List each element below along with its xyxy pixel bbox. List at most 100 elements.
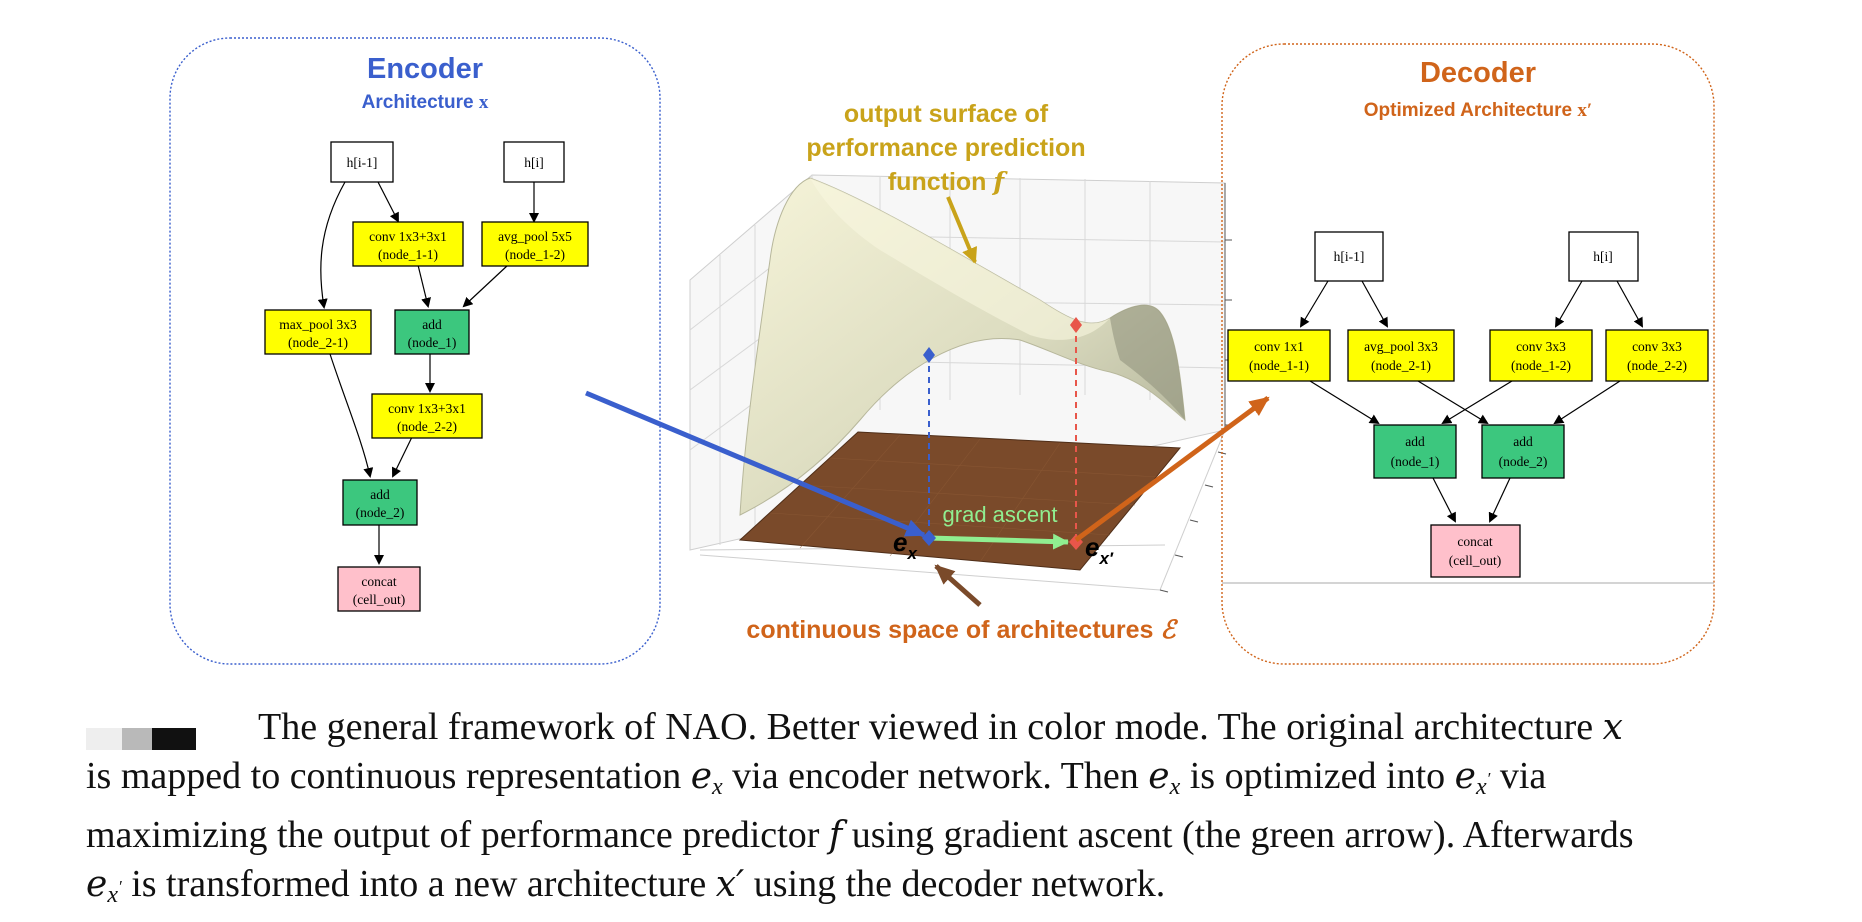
- edge: [1309, 380, 1380, 425]
- edge: [317, 181, 346, 309]
- edge: [377, 181, 399, 223]
- plane-texture: [769, 434, 1159, 563]
- surface-label-line2: performance prediction: [806, 134, 1085, 162]
- node-2-1: avg_pool 3x3 (node_2-1): [1347, 329, 1455, 382]
- node-add-2: add (node_2): [342, 479, 418, 526]
- surface-shading: [810, 178, 1110, 340]
- node-concat: concat (cell_out): [337, 566, 421, 612]
- node-line2: (cell_out): [353, 592, 405, 607]
- node-2-1: max_pool 3x3 (node_2-1): [264, 309, 372, 355]
- node-line2: (node_2-2): [397, 419, 457, 434]
- decoder-subtitle: Optimized Architecture x′: [1364, 100, 1592, 121]
- edge: [1432, 477, 1456, 523]
- encoder-panel: Encoder Architecture x h[i-1] h[i] conv …: [169, 37, 661, 665]
- node-line2: (node_1-1): [378, 247, 438, 262]
- node-line1: conv 1x3+3x1: [388, 401, 466, 416]
- edge: [1441, 380, 1513, 425]
- node-line2: (node_2-2): [1627, 358, 1687, 373]
- node-line2: (node_2): [356, 505, 405, 520]
- node-add-2: add (node_2): [1481, 424, 1565, 479]
- space-label: continuous space of architectures ℰ: [746, 615, 1178, 644]
- node-line2: (node_1): [1391, 454, 1440, 469]
- node-h-prev: h[i-1]: [330, 141, 394, 183]
- node-h-prev: h[i-1]: [1314, 231, 1384, 282]
- grad-ascent-arrow: [928, 533, 1069, 550]
- node-line1: max_pool 3x3: [279, 317, 357, 332]
- node-1-2: conv 3x3 (node_1-2): [1489, 329, 1593, 382]
- figure-caption: The general framework of NAO. Better vie…: [86, 703, 1812, 919]
- edge: [1361, 280, 1388, 328]
- node-concat: concat (cell_out): [1430, 524, 1521, 578]
- edge: [462, 264, 509, 308]
- node-line2: (node_1): [408, 335, 457, 350]
- node-line1: h[i-1]: [347, 155, 378, 170]
- caption-line-1: The general framework of NAO. Better vie…: [258, 706, 1623, 748]
- edge: [329, 353, 374, 478]
- caption-line-3: maximizing the output of performance pre…: [86, 814, 1634, 856]
- architecture-space-plane: [738, 431, 1182, 571]
- node-line2: (node_1-2): [505, 247, 565, 262]
- node-line1: add: [1513, 434, 1533, 449]
- edge: [1299, 280, 1329, 328]
- decoder-edges: [1299, 280, 1643, 523]
- node-line1: h[i-1]: [1334, 249, 1365, 264]
- node-add-1: add (node_1): [394, 309, 470, 355]
- node-line1: conv 1x3+3x1: [369, 229, 447, 244]
- node-line1: add: [370, 487, 390, 502]
- node-2-2: conv 1x3+3x1 (node_2-2): [371, 393, 483, 439]
- node-line1: concat: [361, 574, 396, 589]
- encoder-frame: [169, 37, 661, 665]
- node-line2: (node_1-1): [1249, 358, 1309, 373]
- encoder-to-ex-arrow: [585, 390, 926, 538]
- node-1-1: conv 1x3+3x1 (node_1-1): [352, 221, 464, 267]
- ex-label: ex: [893, 527, 918, 563]
- caption-line-4: ex′ is transformed into a new architectu…: [86, 863, 1166, 908]
- edge: [417, 264, 431, 308]
- node-line2: (node_2-1): [1371, 358, 1431, 373]
- edge: [1417, 380, 1489, 425]
- encoder-edges: [317, 181, 539, 565]
- node-line1: add: [1405, 434, 1425, 449]
- edge: [1488, 477, 1511, 523]
- encoder-title: Encoder: [367, 53, 483, 85]
- node-line2: (node_2): [1499, 454, 1548, 469]
- node-add-1: add (node_1): [1373, 424, 1457, 479]
- node-1-1: conv 1x1 (node_1-1): [1227, 329, 1331, 382]
- encoder-subtitle: Architecture x: [362, 92, 489, 113]
- node-line2: (cell_out): [1449, 553, 1501, 568]
- surface-plot: grad ascent ex ex′ output surface of per…: [689, 100, 1232, 644]
- figure-number-redaction: [86, 728, 196, 750]
- node-line2: (node_1-2): [1511, 358, 1571, 373]
- edge: [1616, 280, 1643, 328]
- node-line1: conv 3x3: [1632, 339, 1682, 354]
- surface-label: output surface of performance prediction…: [806, 100, 1085, 196]
- surface-label-line1: output surface of: [844, 100, 1049, 128]
- node-line1: conv 3x3: [1516, 339, 1566, 354]
- grad-ascent-label: grad ascent: [943, 502, 1058, 527]
- decoder-panel: Decoder Optimized Architecture x′ h[i-1]…: [1221, 43, 1715, 665]
- node-line1: h[i]: [1593, 249, 1613, 264]
- surface-shading: [1110, 305, 1185, 420]
- node-line1: conv 1x1: [1254, 339, 1304, 354]
- node-2-2: conv 3x3 (node_2-2): [1605, 329, 1709, 382]
- node-line1: concat: [1457, 534, 1492, 549]
- edge: [392, 436, 413, 478]
- caption-line-2: is mapped to continuous representation e…: [86, 755, 1547, 800]
- space-label-pointer: [934, 564, 982, 607]
- surface-label-pointer: [946, 196, 978, 264]
- edge: [1553, 380, 1621, 425]
- node-line1: avg_pool 5x5: [498, 229, 572, 244]
- decoder-surface-point: [1070, 317, 1082, 333]
- node-h-cur: h[i]: [503, 141, 565, 183]
- decoder-title: Decoder: [1420, 57, 1536, 89]
- node-h-cur: h[i]: [1568, 231, 1639, 282]
- node-line2: (node_2-1): [288, 335, 348, 350]
- node-line1: add: [422, 317, 442, 332]
- surface-label-line3: function f: [888, 167, 1009, 196]
- node-line1: h[i]: [524, 155, 544, 170]
- encoder-surface-point: [923, 347, 935, 363]
- exp-to-decoder-arrow: [1074, 395, 1270, 543]
- decoder-frame: [1221, 43, 1715, 665]
- node-line1: avg_pool 3x3: [1364, 339, 1438, 354]
